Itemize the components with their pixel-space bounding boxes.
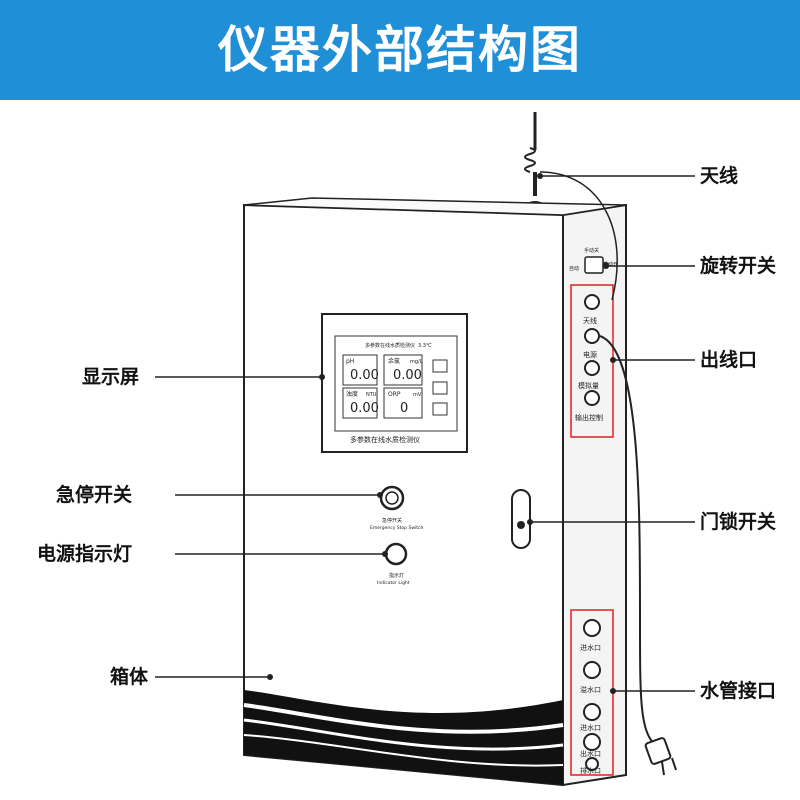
pipe-label-5: 排水口: [580, 766, 601, 775]
port-label-power: 电源: [583, 350, 597, 359]
pipe-label-3: 进水口: [580, 723, 601, 732]
callout-power-indicator: 电源指示灯: [37, 543, 133, 565]
pipe-label-1: 进水口: [580, 643, 601, 652]
cabinet: [243, 197, 627, 787]
cell-2-unit: mg/L: [410, 359, 423, 365]
port-label-output: 输出控制: [575, 413, 603, 422]
antenna-icon: [518, 112, 552, 210]
cell-2-value: 0.00: [393, 368, 422, 383]
pipe-label-4: 出水口: [580, 749, 601, 758]
indicator-label-cn: 指示灯: [389, 572, 404, 579]
callout-emergency-stop: 急停开关: [56, 484, 133, 506]
cell-4-label: ORP: [388, 391, 401, 398]
screen-header: 多参数在线水质检测仪: [365, 342, 415, 349]
cell-4-value: 0: [400, 401, 408, 416]
screen-temp: 3.3℃: [418, 343, 432, 349]
cell-3-label: 浊度: [346, 390, 358, 398]
rotary-label-auto: 自动: [569, 265, 579, 272]
rotary-label-on: 手动开: [603, 261, 618, 268]
display-screen: 多参数在线水质检测仪 3.3℃ pH 0.00 余氯 mg/L 0.00 浊度 …: [321, 313, 468, 453]
callout-display: 显示屏: [82, 366, 140, 388]
port-label-analog: 模拟量: [578, 381, 599, 390]
screen-footer: 多参数在线水质检测仪: [350, 435, 420, 444]
cell-4-unit: mV: [413, 392, 422, 398]
callout-rotary-switch: 旋转开关: [700, 255, 777, 277]
cell-1-value: 0.00: [350, 368, 379, 383]
cell-2-label: 余氯: [388, 357, 400, 365]
cell-3-value: 0.00: [350, 401, 379, 416]
page-title: 仪器外部结构图: [218, 21, 582, 79]
power-plug-icon: [644, 737, 677, 776]
indicator-light-icon: 指示灯 Indicator Light: [377, 542, 410, 586]
title-banner: [0, 0, 800, 100]
emergency-label-cn: 急停开关: [382, 517, 402, 524]
power-cord: [599, 335, 656, 746]
outlet-ports: 天线 电源 模拟量 输出控制: [570, 284, 614, 438]
port-label-antenna: 天线: [583, 316, 597, 325]
callout-antenna: 天线: [700, 165, 739, 187]
emergency-label-en: Emergency Stop Switch: [370, 525, 423, 531]
leader-lines: [155, 173, 695, 694]
pipe-label-2: 溢水口: [580, 685, 601, 694]
cell-1-label: pH: [346, 358, 354, 365]
cell-3-unit: NTU: [366, 392, 377, 398]
callout-water-pipe: 水管接口: [700, 680, 777, 702]
callout-door-lock: 门锁开关: [700, 511, 777, 533]
emergency-stop-icon: 急停开关 Emergency Stop Switch: [370, 485, 423, 531]
water-pipe-ports: 进水口 溢水口 进水口 出水口 排水口: [570, 609, 614, 776]
callout-outlet: 出线口: [700, 349, 758, 371]
antenna-cable: [539, 171, 618, 301]
rotary-label-manual: 手动关: [584, 247, 599, 254]
door-lock-icon: [511, 489, 531, 549]
callout-cabinet: 箱体: [110, 666, 149, 688]
indicator-label-en: Indicator Light: [377, 580, 410, 586]
